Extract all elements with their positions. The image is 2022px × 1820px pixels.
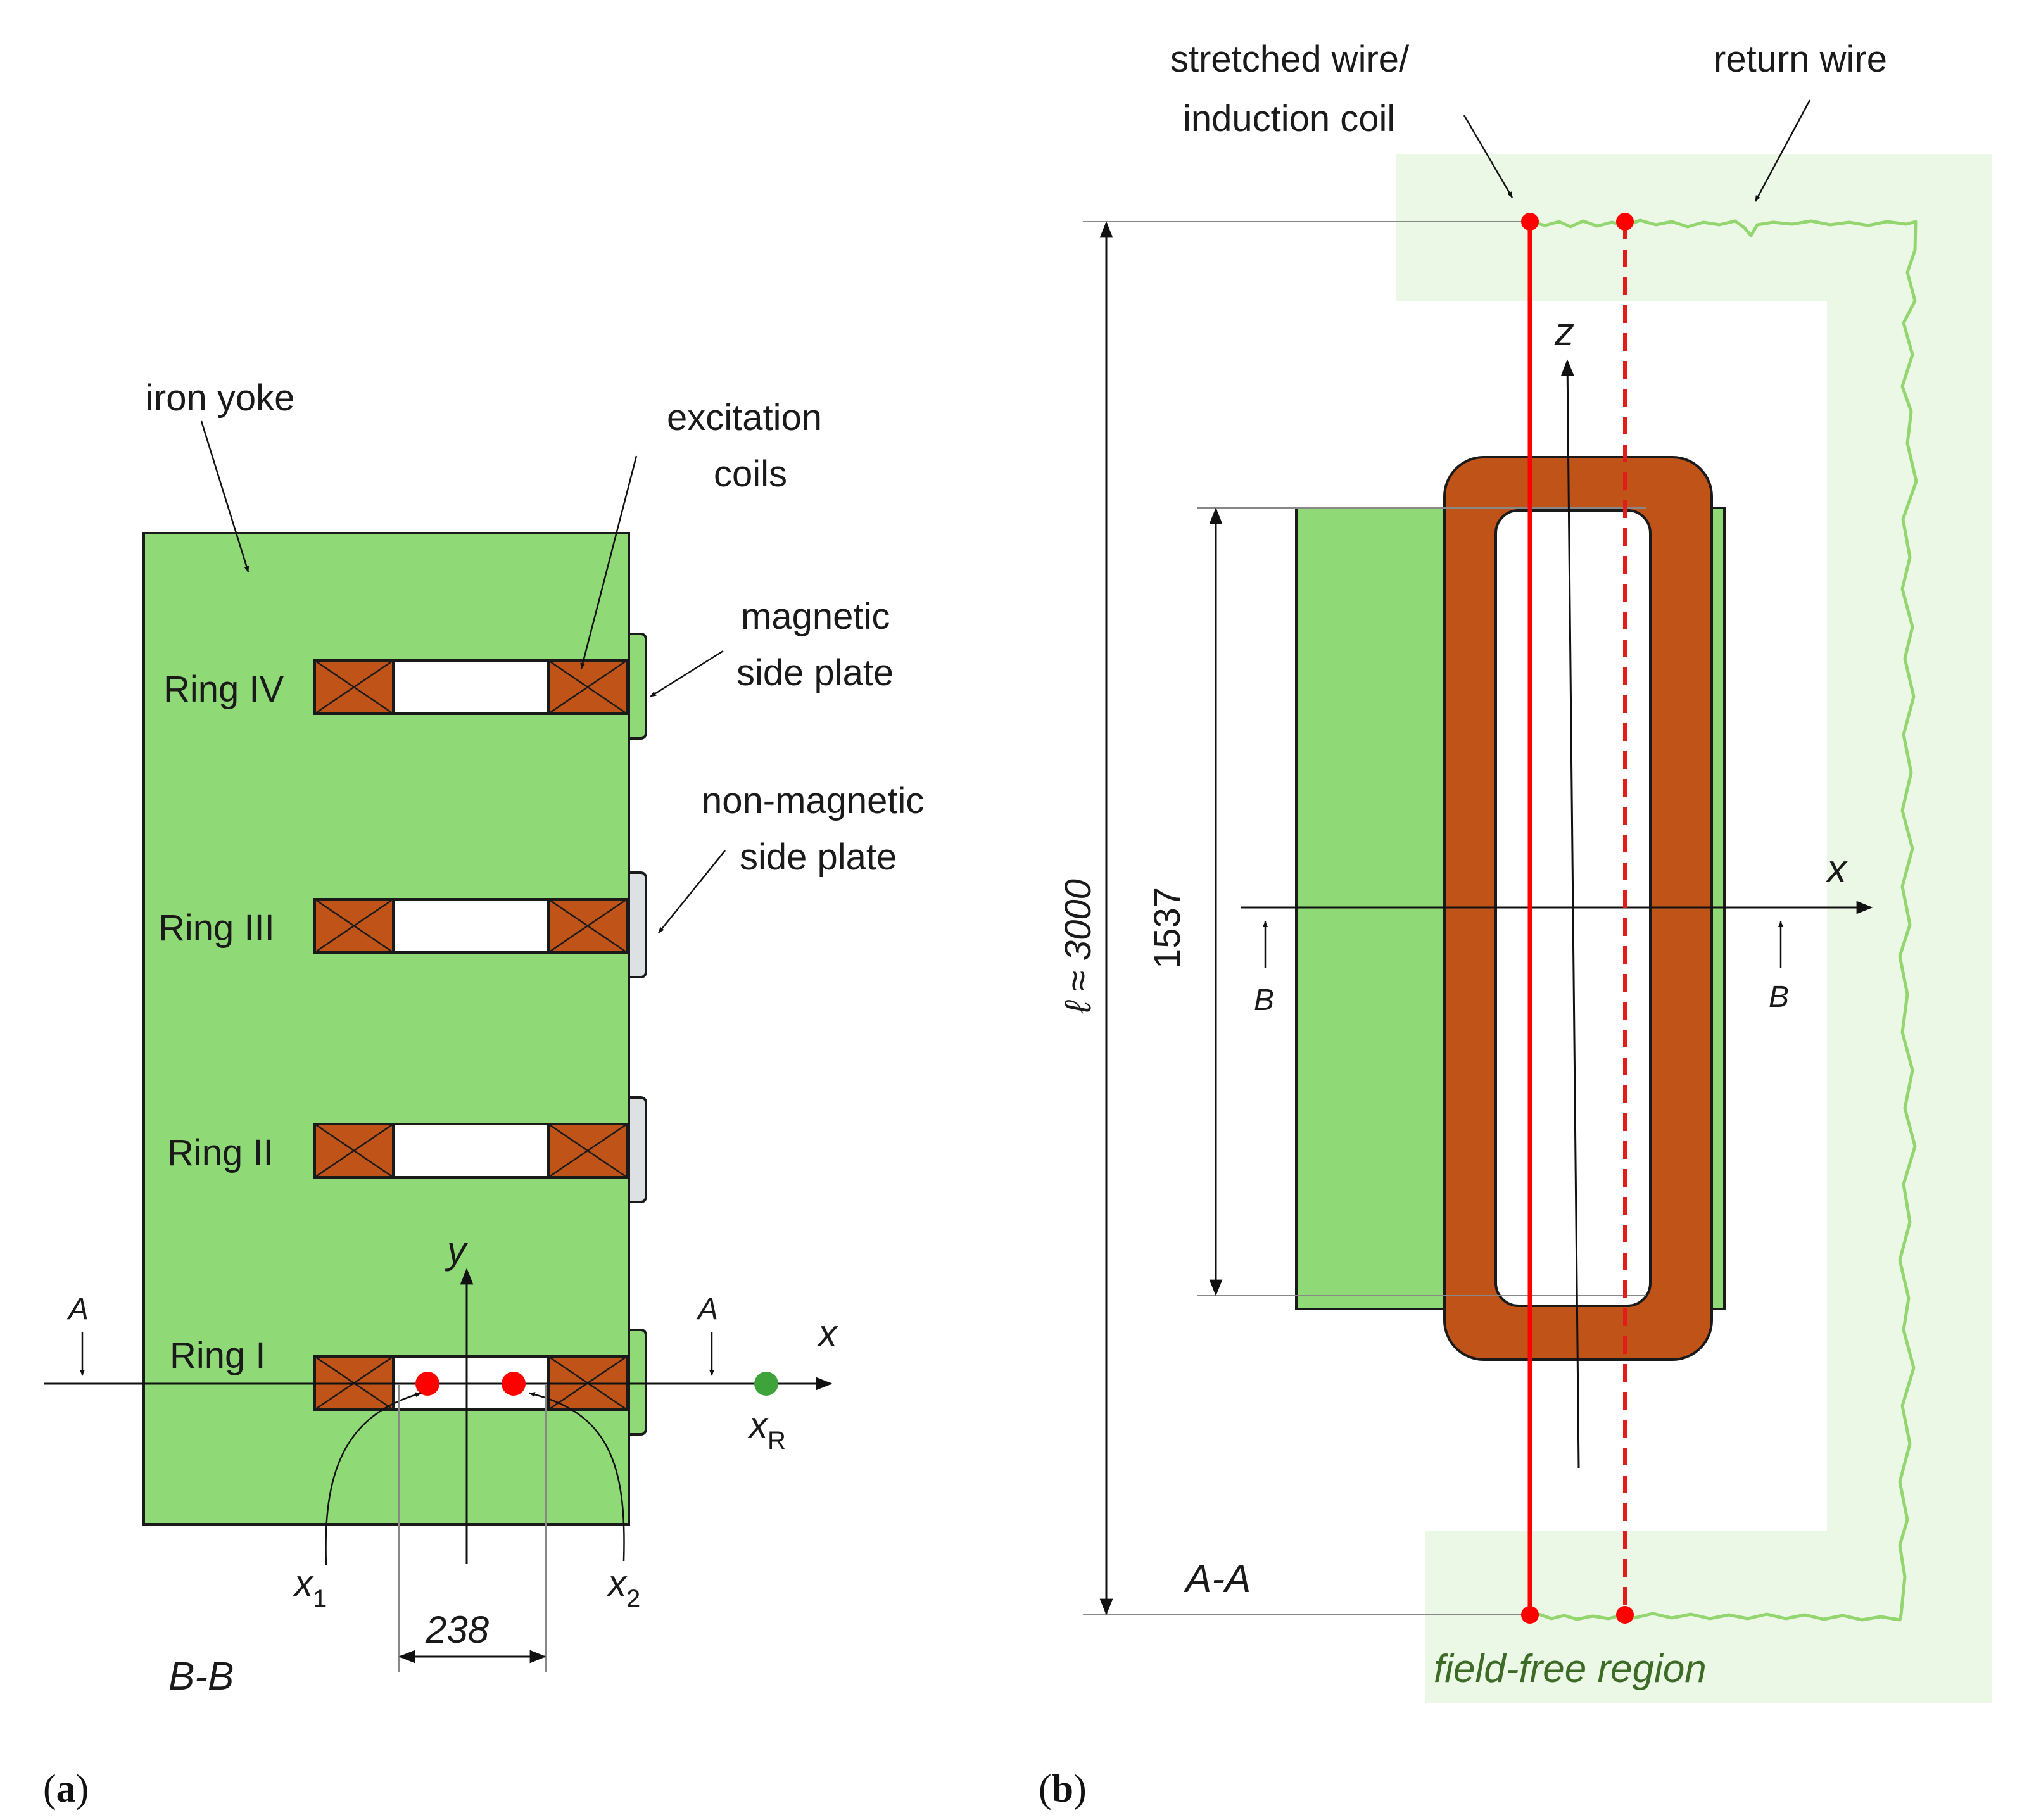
y-axis-label: y — [445, 1229, 469, 1272]
panel-b: ℓ ≈ 3000 1537 x z B B stretched wire/ in… — [1039, 39, 1992, 1811]
excitation-coil — [547, 659, 628, 715]
return-wire — [1522, 218, 1918, 1622]
magnetic-plate-leader — [650, 650, 724, 698]
excitation-coils-leader — [580, 455, 638, 669]
section-marker-a-right: A — [696, 1292, 718, 1326]
x-axis-label: x — [816, 1312, 838, 1355]
excitation-coil — [313, 659, 395, 715]
ring-ii — [313, 1123, 628, 1179]
ring-label: Ring I — [170, 1335, 266, 1376]
xr-label: xR — [747, 1405, 786, 1455]
panel-label-a: (a) — [43, 1767, 89, 1811]
excitation-coil — [547, 1123, 628, 1179]
excitation-coils-label: excitation — [667, 397, 822, 438]
section-label-aa: A-A — [1183, 1557, 1251, 1601]
panel-label-b: (b) — [1039, 1767, 1087, 1811]
ring-iv — [313, 659, 628, 715]
dimension-label: 238 — [425, 1608, 490, 1651]
excitation-coils-label: coils — [714, 453, 787, 495]
section-marker-b-right: B — [1769, 980, 1789, 1014]
x-axis-label: x — [1825, 847, 1848, 891]
x2-label: x2 — [606, 1563, 640, 1613]
panel-a: Ring IV Ring III Ring II Ring I x y A A … — [43, 377, 924, 1811]
ring-label: Ring IV — [163, 669, 284, 710]
ring-label: Ring II — [167, 1132, 274, 1173]
stretched-wire-leader — [1463, 115, 1513, 198]
length-label: ℓ ≈ 3000 — [1058, 879, 1099, 1014]
x1-label: x1 — [293, 1563, 327, 1613]
excitation-coil — [313, 898, 395, 954]
z-axis-label: z — [1554, 310, 1574, 354]
stretched-wire-label: stretched wire/ — [1170, 39, 1410, 80]
iron-yoke-label: iron yoke — [146, 377, 294, 419]
non-magnetic-plate-label: non-magnetic — [702, 780, 924, 821]
non-magnetic-plate-leader — [658, 850, 726, 933]
stretched-wire-label: induction coil — [1183, 98, 1395, 139]
z-axis — [1560, 359, 1580, 1469]
wire-end — [1521, 1606, 1539, 1624]
excitation-coil — [313, 1123, 395, 1179]
ring-iii — [313, 898, 628, 954]
wire-end — [1521, 213, 1539, 231]
excitation-coil — [547, 898, 628, 954]
wire-position-x2 — [502, 1372, 526, 1396]
ring-label: Ring III — [158, 907, 275, 949]
return-wire-label: return wire — [1714, 39, 1887, 80]
magnet-length-label: 1537 — [1147, 887, 1188, 969]
wire-end — [1616, 1606, 1634, 1624]
wire-position-x1 — [415, 1372, 439, 1396]
x2-leader — [529, 1392, 625, 1562]
return-wire-leader — [1754, 99, 1811, 202]
section-label-bb: B-B — [168, 1655, 234, 1698]
wire-end — [1616, 213, 1634, 231]
reference-point-xr — [754, 1372, 778, 1396]
field-free-region-label: field-free region — [1434, 1647, 1707, 1691]
magnetic-plate-label: magnetic — [741, 596, 890, 637]
section-marker-a-left: A — [66, 1292, 89, 1326]
section-marker-b-left: B — [1254, 983, 1274, 1017]
non-magnetic-plate-label: side plate — [740, 837, 897, 878]
field-free-region — [1396, 154, 1992, 1703]
magnetic-plate-label: side plate — [736, 652, 894, 693]
x1-leader — [325, 1392, 422, 1566]
iron-yoke-leader — [200, 420, 250, 572]
